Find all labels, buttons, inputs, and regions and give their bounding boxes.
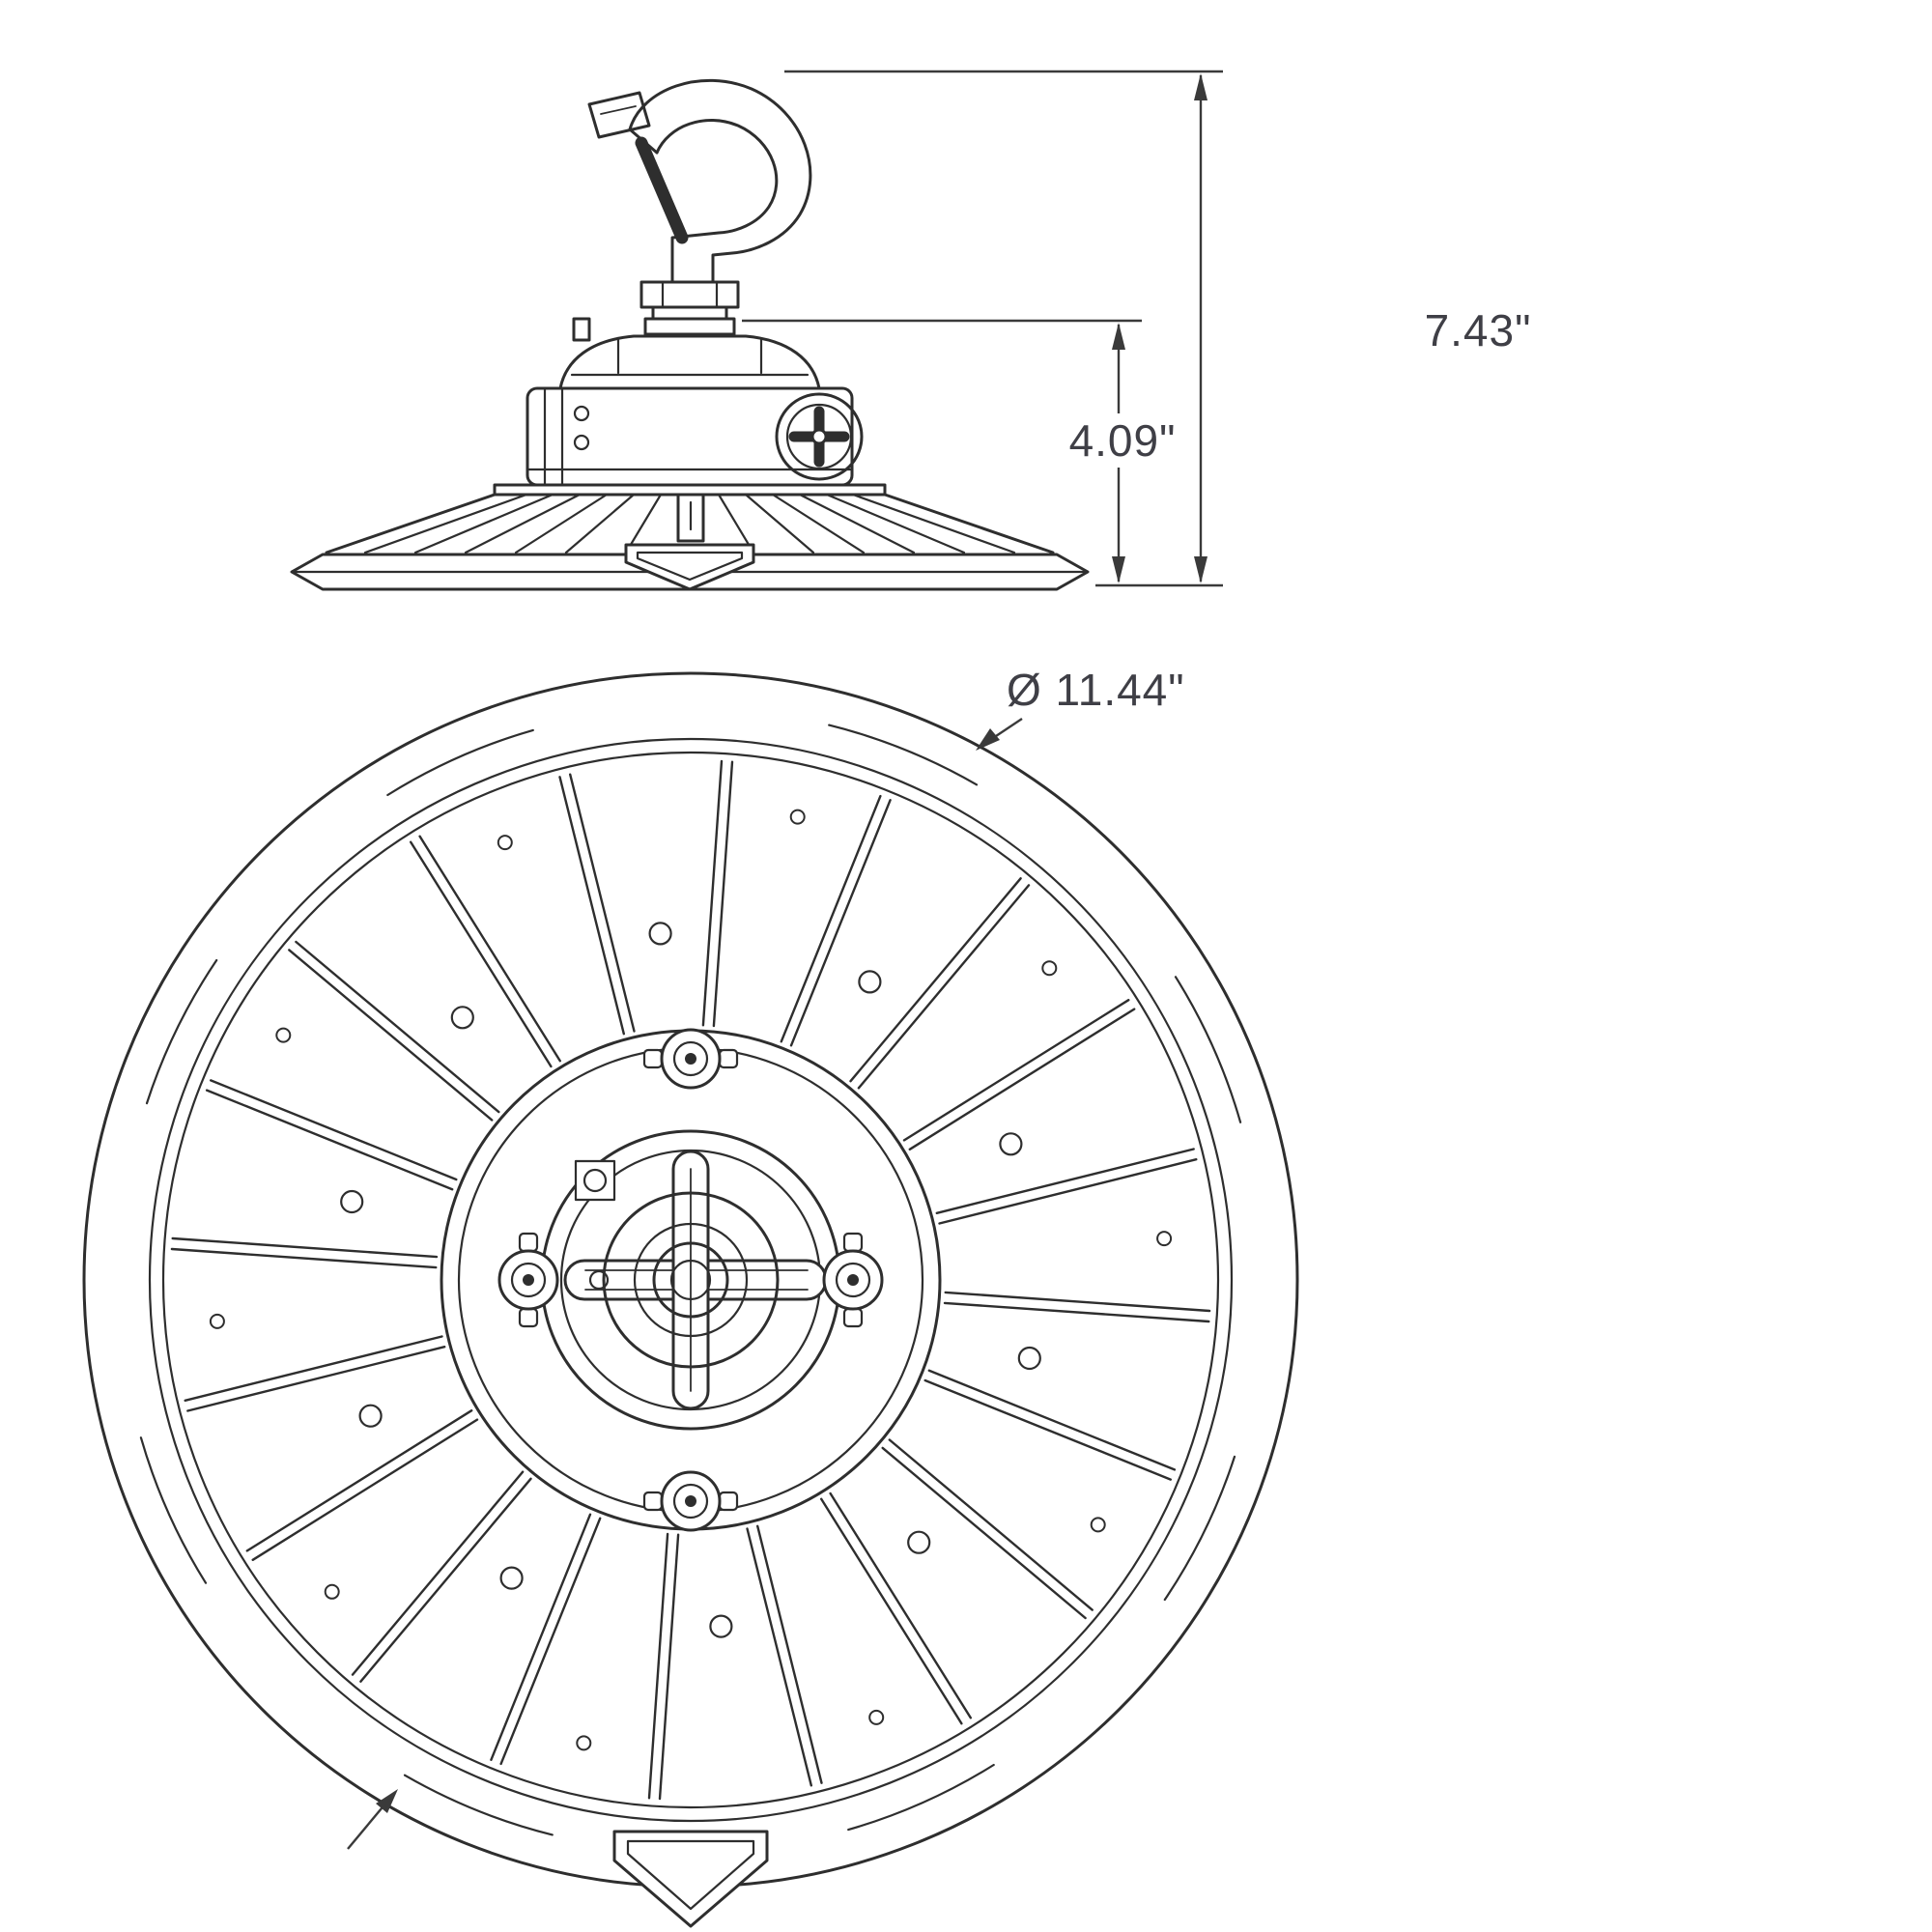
- canopy-stub: [572, 317, 591, 342]
- wing-fastener-left: [497, 1232, 559, 1328]
- diameter-leader-line: [992, 718, 1023, 739]
- housing-vent-hole: [573, 405, 590, 422]
- hook-safety-latch: [635, 136, 689, 244]
- heatsink-side-fins: [363, 493, 1016, 554]
- center-boss: [602, 1191, 780, 1369]
- hook-clip-line: [600, 105, 637, 115]
- bottom-view: [82, 671, 1299, 1928]
- hook-inner: [655, 119, 779, 284]
- hook-tip-clip: [587, 91, 651, 139]
- heatsink-edge-right: [883, 493, 1055, 554]
- diameter-callout: Ø 11.44": [976, 665, 1185, 751]
- arrowhead-icon: [376, 1789, 398, 1813]
- center-tab: [676, 493, 705, 543]
- hook-outer: [628, 78, 812, 284]
- wing-fastener-bottom: [642, 1470, 739, 1532]
- arrowhead-icon: [1194, 556, 1208, 583]
- rim-detail-arcs: [139, 724, 1242, 1836]
- stem-neck: [651, 305, 728, 321]
- adjustment-screw-boss: [775, 392, 864, 481]
- housing-vent-hole: [573, 434, 590, 451]
- keystone-logo-icon-inner: [626, 1839, 755, 1911]
- wing-fastener-top: [642, 1028, 739, 1090]
- dim-housing-height-label: 4.09": [1069, 415, 1177, 466]
- rim-inner-circle: [148, 737, 1234, 1823]
- keystone-logo-icon: [624, 543, 755, 591]
- stem-collar: [643, 317, 736, 336]
- heatsink-fins: [170, 759, 1211, 1801]
- arrowhead-icon: [1112, 556, 1125, 583]
- dim-total-height-label: 7.43": [1425, 305, 1532, 355]
- hub-square-detail: [574, 1159, 616, 1202]
- arrowhead-icon: [1194, 73, 1208, 100]
- housing-pointer-arrow: [347, 1789, 398, 1850]
- dimension-annotations: 4.09" 7.43": [742, 70, 1532, 587]
- keystone-logo-icon-inner: [636, 551, 744, 582]
- canopy: [558, 334, 821, 390]
- arrowhead-icon: [976, 728, 1000, 751]
- diameter-label: Ø 11.44": [1007, 665, 1185, 715]
- arrowhead-icon: [1112, 323, 1125, 350]
- stem-hex-nut: [639, 280, 740, 309]
- fin-screw-holes: [209, 809, 1173, 1751]
- side-view: [290, 78, 1090, 591]
- heatsink-edge-left: [325, 493, 497, 554]
- wing-fastener-right: [822, 1232, 884, 1328]
- keystone-logo-icon: [612, 1830, 769, 1928]
